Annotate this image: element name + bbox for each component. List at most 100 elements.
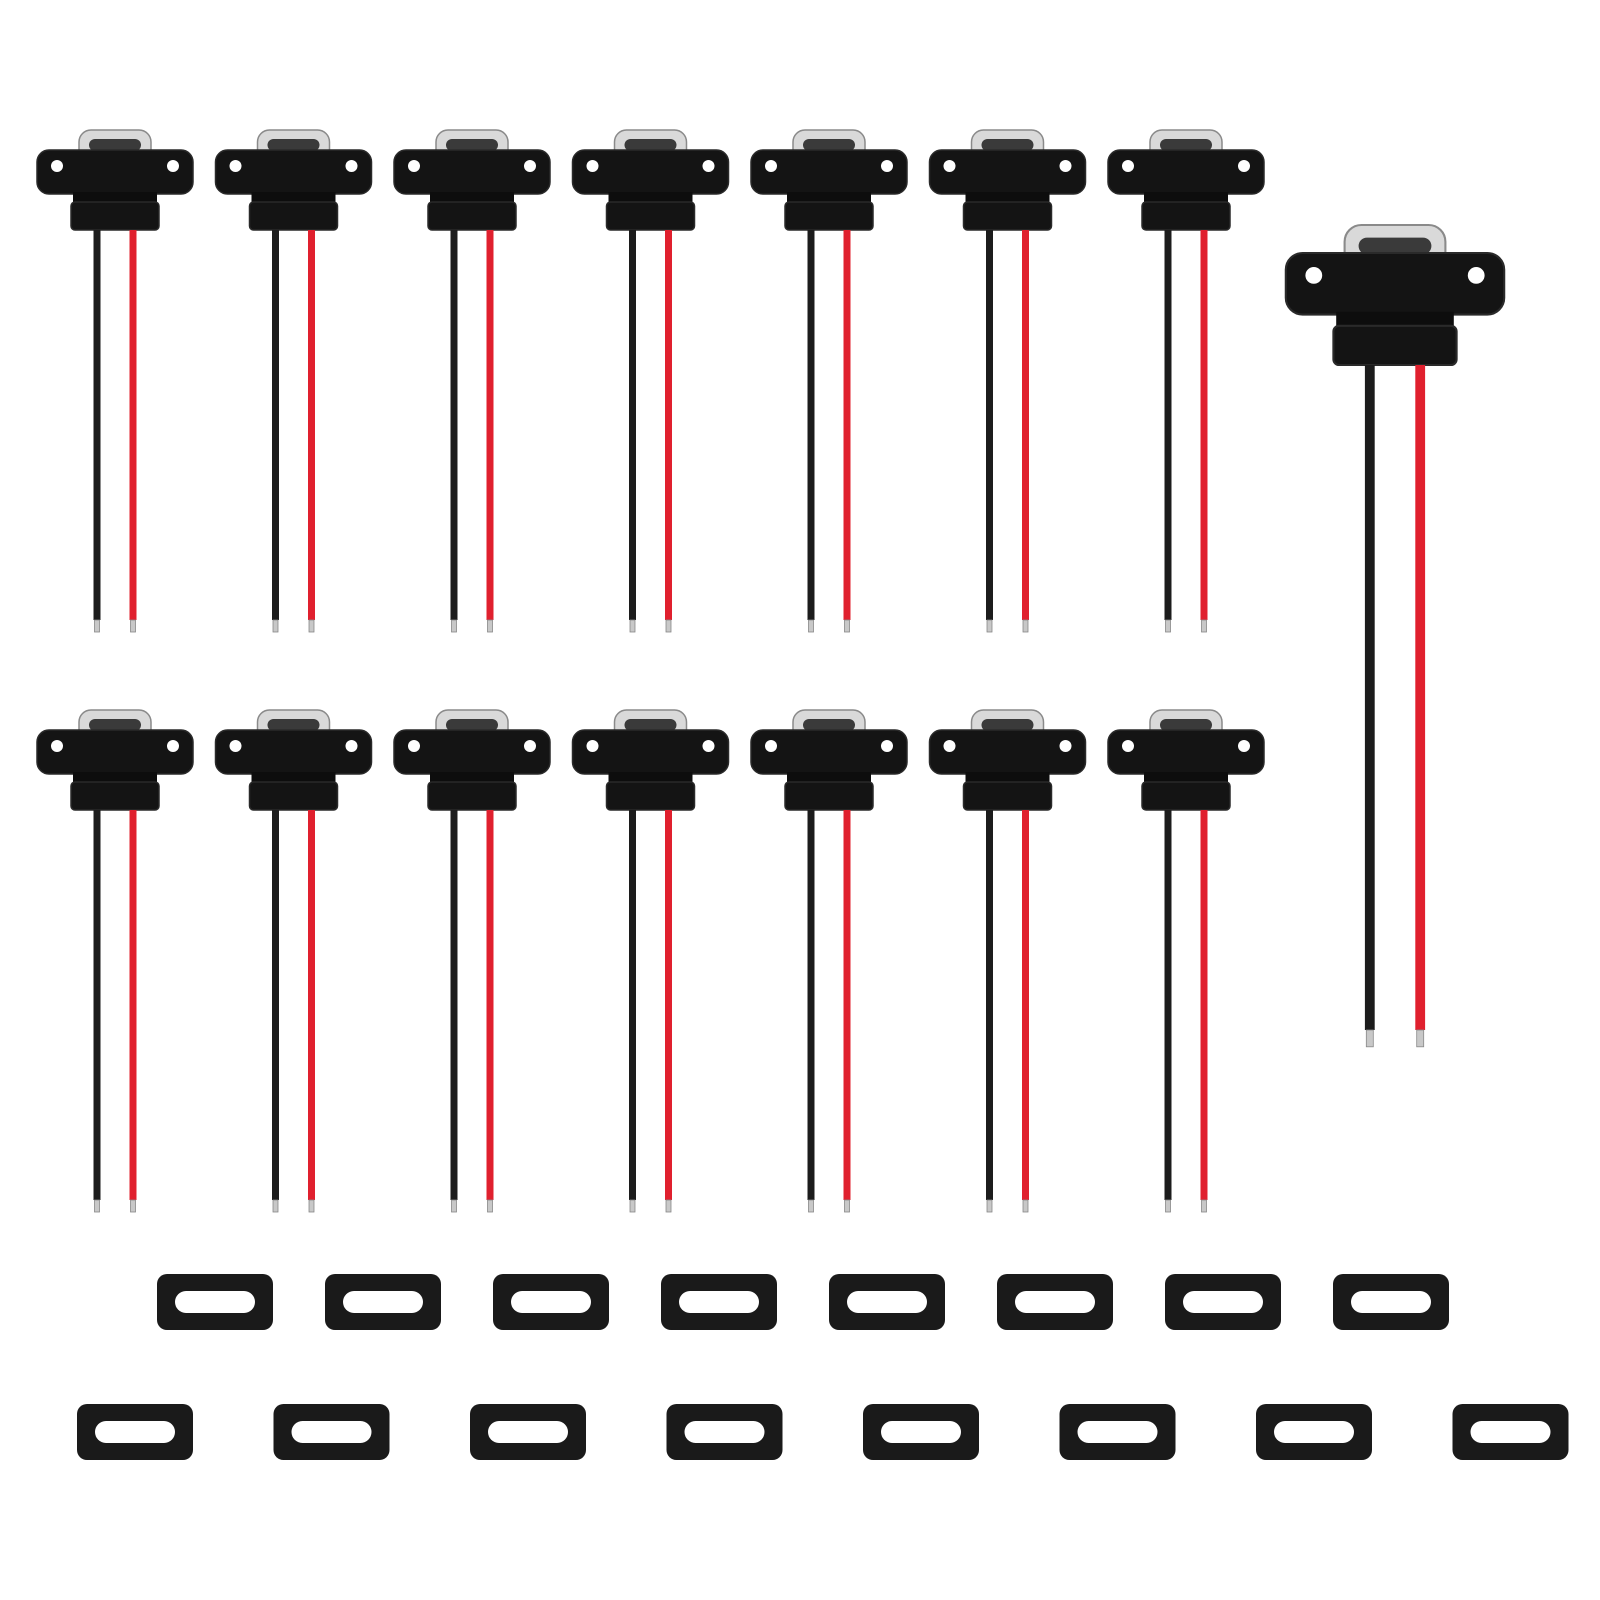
usb-c-port-slot bbox=[446, 139, 498, 151]
mounting-flange bbox=[393, 729, 551, 775]
mounting-flange bbox=[750, 729, 908, 775]
black-wire-tip bbox=[94, 619, 100, 633]
usb-c-port-slot bbox=[981, 719, 1034, 731]
gasket-row2-2 bbox=[273, 1404, 390, 1460]
usb-c-port-slot bbox=[1358, 237, 1432, 255]
usb-c-port-slot bbox=[89, 139, 141, 151]
mounting-hole-left bbox=[586, 740, 599, 752]
gasket-hole bbox=[175, 1291, 255, 1313]
mounting-flange bbox=[571, 729, 730, 775]
housing-neck bbox=[251, 192, 336, 204]
gasket-hole bbox=[1015, 1291, 1095, 1313]
housing-neck bbox=[608, 192, 693, 204]
housing-neck bbox=[251, 772, 336, 784]
red-wire-tip bbox=[665, 619, 672, 633]
red-wire-tip bbox=[844, 619, 850, 633]
gasket-hole bbox=[488, 1421, 568, 1443]
red-wire-tip bbox=[844, 1199, 850, 1213]
housing-base bbox=[605, 781, 696, 811]
gasket-hole bbox=[291, 1421, 372, 1443]
black-wire-tip bbox=[451, 1199, 457, 1213]
small-connector-2 bbox=[214, 129, 373, 633]
mounting-hole-right bbox=[881, 160, 893, 172]
mounting-hole-right bbox=[881, 740, 893, 752]
small-connector-14 bbox=[1107, 709, 1265, 1213]
housing-base bbox=[427, 201, 517, 231]
usb-c-port-slot bbox=[446, 719, 498, 731]
housing-base bbox=[248, 781, 339, 811]
housing-neck bbox=[1336, 311, 1454, 329]
housing-base bbox=[1141, 201, 1231, 231]
red-wire-tip bbox=[665, 1199, 672, 1213]
housing-base bbox=[1332, 324, 1458, 367]
gasket-row1-1 bbox=[157, 1274, 273, 1330]
gasket-row1-8 bbox=[1333, 1274, 1449, 1330]
gasket-row1-4 bbox=[661, 1274, 777, 1330]
gasket-row1-6 bbox=[997, 1274, 1113, 1330]
small-connector-9 bbox=[214, 709, 373, 1213]
small-connector-3 bbox=[393, 129, 551, 633]
gasket-hole bbox=[1351, 1291, 1431, 1313]
red-wire-tip bbox=[487, 619, 493, 633]
mounting-flange bbox=[1284, 251, 1506, 316]
mounting-hole-right bbox=[1059, 740, 1072, 752]
gasket-row2-1 bbox=[77, 1404, 193, 1460]
mounting-flange bbox=[1107, 729, 1265, 775]
usb-c-port-slot bbox=[267, 139, 320, 151]
gasket-hole bbox=[679, 1291, 759, 1313]
mounting-hole-left bbox=[229, 740, 242, 752]
usb-c-port-slot bbox=[803, 719, 855, 731]
gasket-row1-3 bbox=[493, 1274, 609, 1330]
housing-neck bbox=[787, 192, 871, 204]
mounting-hole-left bbox=[943, 160, 956, 172]
gasket-hole bbox=[684, 1421, 765, 1443]
housing-base bbox=[427, 781, 517, 811]
small-connector-13 bbox=[928, 709, 1087, 1213]
red-wire-tip bbox=[487, 1199, 493, 1213]
red-wire-tip bbox=[308, 619, 315, 633]
mounting-flange bbox=[750, 149, 908, 195]
mounting-hole-right bbox=[1059, 160, 1072, 172]
housing-base bbox=[70, 781, 160, 811]
mounting-hole-left bbox=[1122, 160, 1134, 172]
red-wire-tip bbox=[130, 619, 136, 633]
usb-c-port-slot bbox=[624, 719, 677, 731]
mounting-flange bbox=[36, 149, 194, 195]
mounting-flange bbox=[214, 729, 373, 775]
mounting-hole-left bbox=[765, 160, 777, 172]
mounting-hole-right bbox=[1467, 267, 1485, 284]
mounting-hole-left bbox=[943, 740, 956, 752]
mounting-hole-left bbox=[1122, 740, 1134, 752]
housing-neck bbox=[965, 192, 1050, 204]
usb-c-port-slot bbox=[267, 719, 320, 731]
housing-base bbox=[962, 201, 1053, 231]
gasket-hole bbox=[881, 1421, 961, 1443]
mounting-hole-right bbox=[167, 160, 179, 172]
gasket-hole bbox=[511, 1291, 591, 1313]
black-wire-tip bbox=[272, 619, 279, 633]
mounting-hole-left bbox=[765, 740, 777, 752]
red-wire-tip bbox=[1022, 619, 1029, 633]
red-wire-tip bbox=[1201, 1199, 1207, 1213]
gasket-row2-8 bbox=[1452, 1404, 1569, 1460]
usb-c-port-slot bbox=[981, 139, 1034, 151]
mounting-hole-right bbox=[345, 160, 358, 172]
gasket-row2-6 bbox=[1059, 1404, 1176, 1460]
usb-c-port-slot bbox=[624, 139, 677, 151]
small-connector-1 bbox=[36, 129, 194, 633]
usb-c-port-slot bbox=[1160, 139, 1212, 151]
mounting-hole-left bbox=[586, 160, 599, 172]
housing-neck bbox=[608, 772, 693, 784]
mounting-hole-right bbox=[702, 160, 715, 172]
gasket-row1-2 bbox=[325, 1274, 441, 1330]
housing-neck bbox=[430, 772, 514, 784]
black-wire-tip bbox=[94, 1199, 100, 1213]
red-wire-tip bbox=[1022, 1199, 1029, 1213]
housing-base bbox=[248, 201, 339, 231]
black-wire-tip bbox=[629, 1199, 636, 1213]
mounting-hole-left bbox=[1305, 267, 1323, 284]
housing-neck bbox=[1144, 192, 1228, 204]
red-wire-tip bbox=[308, 1199, 315, 1213]
usb-c-port-slot bbox=[803, 139, 855, 151]
